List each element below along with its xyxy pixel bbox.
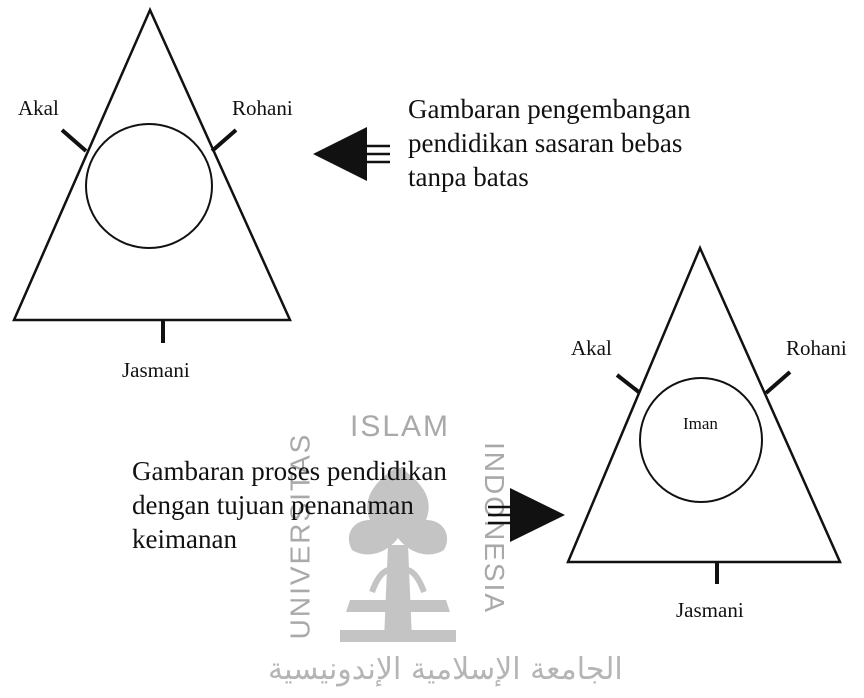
label-jasmani-bottom: Jasmani: [676, 598, 744, 622]
label-jasmani-top: Jasmani: [122, 358, 190, 382]
arrow-right-icon: [510, 488, 565, 542]
caption-top: Gambaran pengembangan pendidikan sasaran…: [408, 94, 691, 192]
circle-top: [85, 123, 213, 249]
tick-rohani-bottom: [764, 370, 792, 395]
tick-akal-top: [60, 128, 88, 153]
label-rohani-top: Rohani: [232, 96, 293, 120]
label-akal-top: Akal: [18, 96, 59, 120]
label-rohani-bottom: Rohani: [786, 336, 847, 360]
circle-bottom: [639, 377, 763, 503]
arrow-left-icon: [313, 127, 367, 181]
watermark-arabic-text: الجامعة الإسلامية الإندونيسية: [268, 652, 623, 687]
tick-rohani-top: [210, 128, 238, 153]
triangle-bottom: [566, 244, 842, 564]
watermark-emblem: [348, 468, 448, 555]
tick-akal-bottom: [615, 373, 642, 395]
triangle-top: [12, 6, 292, 322]
circle-label-bottom: Iman: [683, 414, 718, 433]
label-akal-bottom: Akal: [571, 336, 612, 360]
watermark-top-text: ISLAM: [350, 410, 451, 443]
caption-bottom: Gambaran proses pendidikan dengan tujuan…: [132, 456, 447, 554]
